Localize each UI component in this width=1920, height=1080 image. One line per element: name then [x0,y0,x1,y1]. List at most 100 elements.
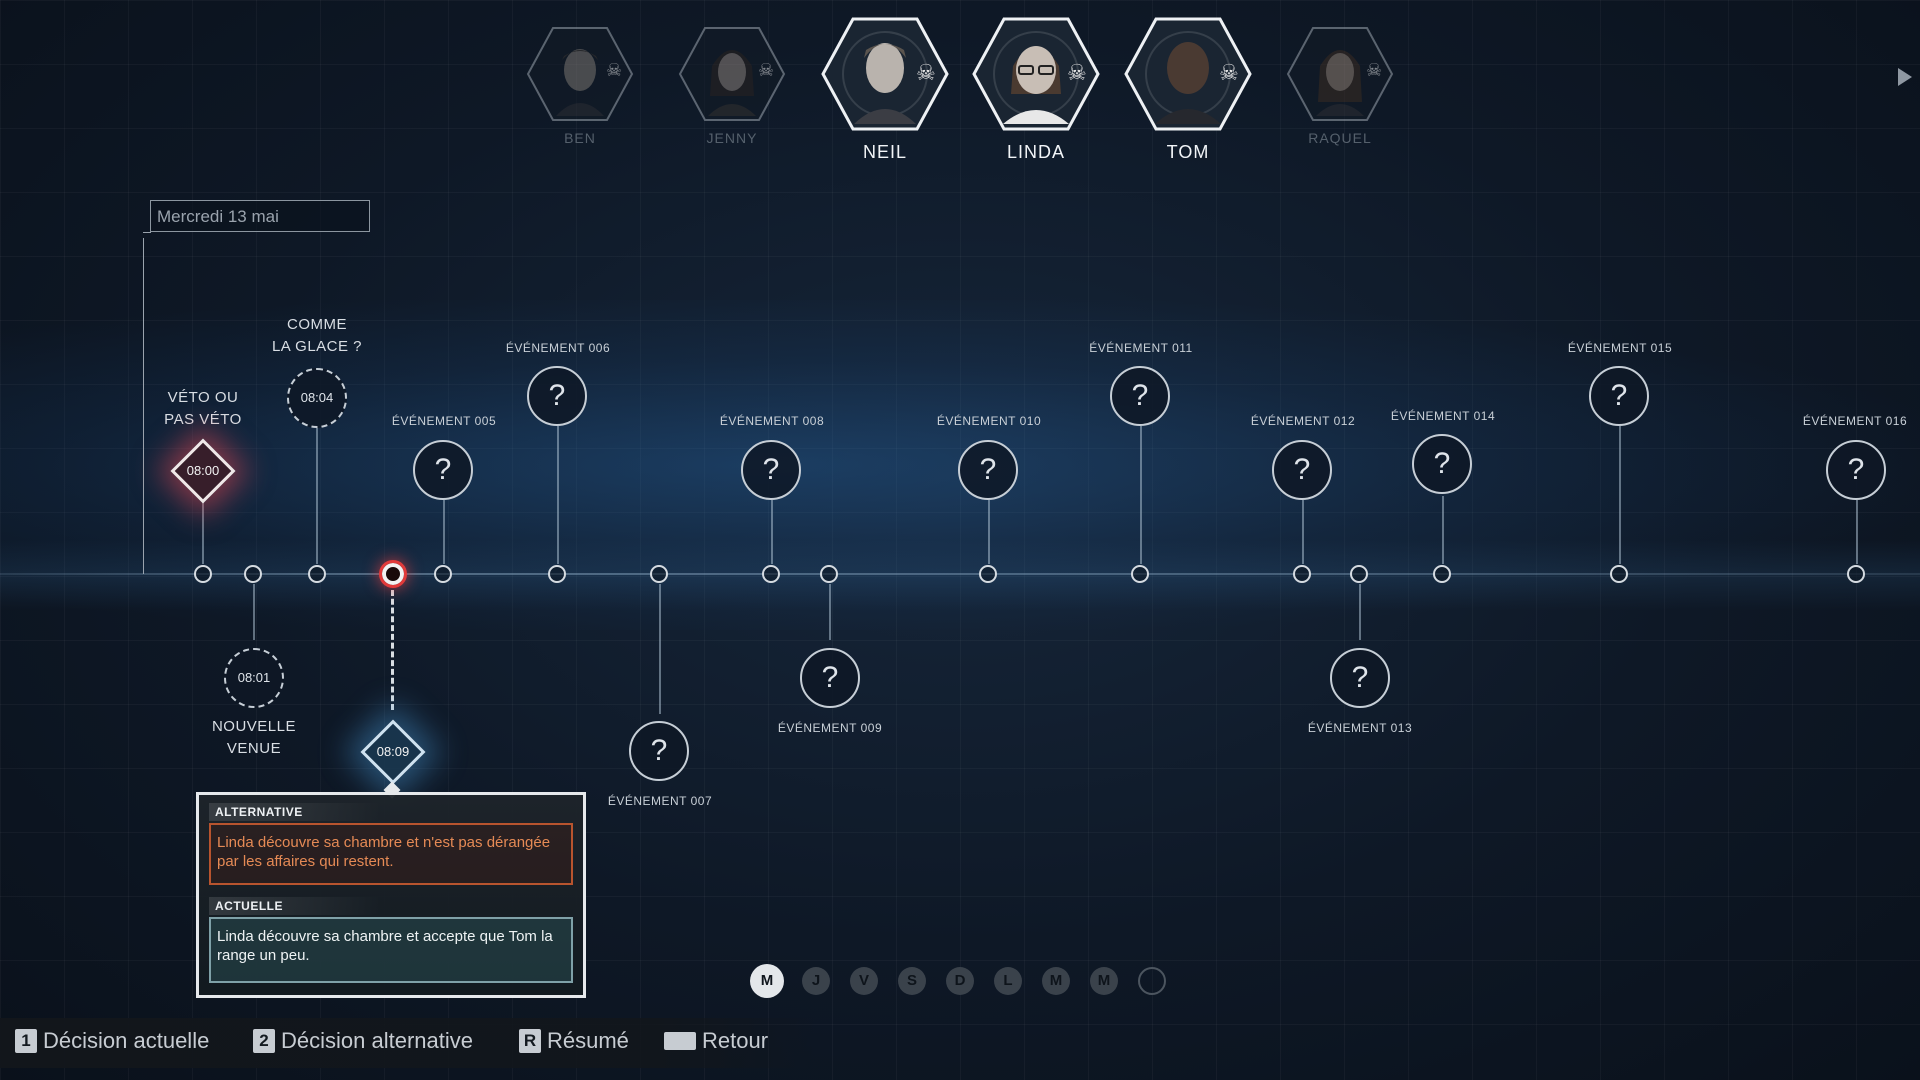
character-ben[interactable]: ☠ BEN [526,26,634,146]
event-label: ÉVÉNEMENT 008 [719,414,825,428]
event-node[interactable]: ? [629,721,689,781]
jenny-portrait-icon [678,27,786,121]
stem [1856,500,1858,564]
date-marker-line [143,232,151,574]
hint-back[interactable]: Retour [664,1028,768,1054]
linda-portrait-icon [972,17,1100,131]
timeline-node[interactable] [1293,565,1311,583]
branch-venue-label: NOUVELLE VENUE [211,718,297,757]
event-node[interactable]: ? [1110,366,1170,426]
timeline-node[interactable] [1847,565,1865,583]
skull-icon: ☠ [916,60,936,85]
event-label: ÉVÉNEMENT 014 [1390,409,1496,423]
event-label: ÉVÉNEMENT 016 [1802,414,1908,428]
character-jenny[interactable]: ☠ JENNY [678,26,786,146]
event-node[interactable]: ? [1272,440,1332,500]
stem [1359,584,1361,640]
timeline-node[interactable] [1610,565,1628,583]
event-node[interactable]: ? [1330,648,1390,708]
skull-icon: ☠ [1219,60,1239,85]
epilogue-hex-icon[interactable] [1138,967,1166,995]
event-node[interactable]: ? [800,648,860,708]
timeline-node[interactable] [308,565,326,583]
event-label: ÉVÉNEMENT 011 [1089,341,1193,355]
day-button[interactable]: J [802,967,830,995]
skull-icon: ☠ [758,60,775,80]
key-space-icon [664,1032,696,1050]
character-neil[interactable]: ☠ NEIL [820,16,950,162]
key-1-icon: 1 [15,1029,37,1053]
current-text: Linda découvre sa chambre et accepte que… [209,917,573,983]
event-label: ÉVÉNEMENT 007 [607,794,713,808]
timeline-node[interactable] [762,565,780,583]
timeline-node[interactable] [1131,565,1149,583]
event-node[interactable]: ? [741,440,801,500]
branch-veto-time: 08:00 [186,463,220,478]
timeline-node[interactable] [979,565,997,583]
hint-alternative-decision[interactable]: 2 Décision alternative [253,1028,473,1054]
character-name: JENNY [706,130,758,146]
character-name: TOM [1166,142,1210,162]
timeline-node[interactable] [820,565,838,583]
day-button[interactable]: V [850,967,878,995]
hint-current-decision[interactable]: 1 Décision actuelle [15,1028,209,1054]
tom-portrait-icon [1124,17,1252,131]
stem [771,500,773,564]
event-node[interactable]: ? [958,440,1018,500]
timeline-band [0,540,1920,610]
timeline-node[interactable] [244,565,262,583]
stem [988,500,990,564]
key-r-icon: R [519,1029,541,1053]
event-node[interactable]: ? [1589,366,1649,426]
event-label: ÉVÉNEMENT 010 [936,414,1042,428]
current-title: ACTUELLE [209,897,381,915]
day-button[interactable]: L [994,967,1022,995]
day-button[interactable]: S [898,967,926,995]
day-button[interactable]: D [946,967,974,995]
timeline-node[interactable] [1350,565,1368,583]
timeline-node[interactable] [650,565,668,583]
branch-glace-node[interactable]: 08:04 [287,368,347,428]
day-button[interactable]: M [750,964,784,998]
alternative-title: ALTERNATIVE [209,803,381,821]
event-label: ÉVÉNEMENT 005 [391,414,497,428]
event-node[interactable]: ? [527,366,587,426]
event-node[interactable]: ? [413,440,473,500]
character-tom[interactable]: ☠ TOM [1123,16,1253,162]
timeline-node[interactable] [548,565,566,583]
raquel-portrait-icon [1286,27,1394,121]
current-path-stem [391,590,394,710]
alternative-text: Linda découvre sa chambre et n'est pas d… [209,823,573,885]
timeline-node[interactable] [434,565,452,583]
stem [202,500,204,564]
event-node[interactable]: ? [1826,440,1886,500]
character-name: LINDA [1006,142,1065,162]
key-2-icon: 2 [253,1029,275,1053]
event-node[interactable]: ? [1412,434,1472,494]
branch-venue-node[interactable]: 08:01 [224,648,284,708]
skull-icon: ☠ [1366,60,1383,80]
branch-veto-label: VÉTO OU PAS VÉTO [164,389,242,428]
skull-icon: ☠ [606,60,623,80]
character-name: NEIL [862,142,908,162]
event-label: ÉVÉNEMENT 006 [505,341,611,355]
next-arrow-icon[interactable] [1898,68,1912,86]
hint-summary[interactable]: R Résumé [519,1028,629,1054]
stem [443,500,445,564]
character-raquel[interactable]: ☠ RAQUEL [1286,26,1394,146]
event-label: ÉVÉNEMENT 013 [1307,721,1413,735]
timeline-node-current[interactable] [379,560,407,588]
day-button[interactable]: M [1042,967,1070,995]
day-button[interactable]: M [1090,967,1118,995]
stem [1442,496,1444,564]
timeline-node[interactable] [1433,565,1451,583]
decision-panel: ALTERNATIVE Linda découvre sa chambre et… [196,792,586,998]
character-linda[interactable]: ☠ LINDA [971,16,1101,162]
neil-portrait-icon [821,17,949,131]
timeline-node[interactable] [194,565,212,583]
branch-glace-label: COMME LA GLACE ? [271,316,363,355]
ben-portrait-icon [526,27,634,121]
event-label: ÉVÉNEMENT 012 [1250,414,1356,428]
stem [829,584,831,640]
character-name: RAQUEL [1308,130,1372,146]
